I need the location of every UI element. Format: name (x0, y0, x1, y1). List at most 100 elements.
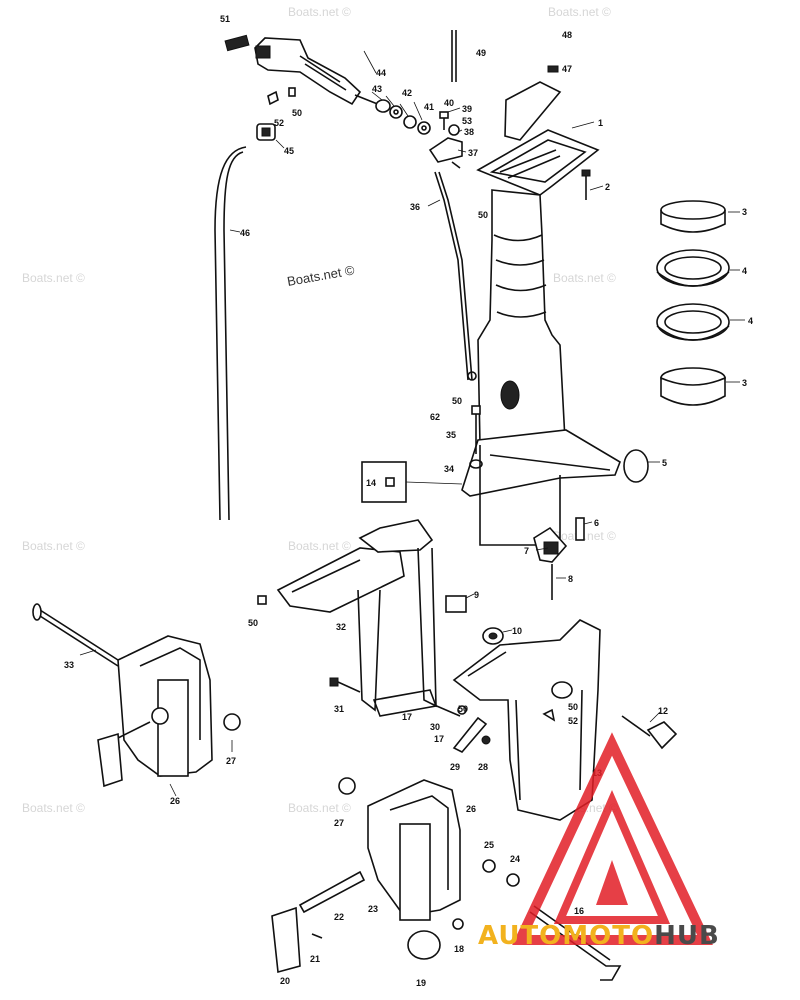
callout-34: 34 (444, 464, 454, 474)
callout-41: 41 (424, 102, 434, 112)
callout-50: 50 (292, 108, 302, 118)
callout-49: 49 (476, 48, 486, 58)
callout-25: 25 (484, 840, 494, 850)
callout-50: 50 (568, 702, 578, 712)
callout-50: 50 (458, 704, 468, 714)
callout-45: 45 (284, 146, 294, 156)
watermark-text: Boats.net © (548, 5, 611, 19)
part-49-bolt (451, 30, 457, 82)
watermark-text: Boats.net © (288, 5, 351, 19)
callout-46: 46 (240, 228, 250, 238)
callout-3: 3 (742, 207, 747, 217)
part-14-reference-box (361, 461, 463, 503)
callout-27: 27 (226, 756, 236, 766)
callout-27: 27 (334, 818, 344, 828)
callout-3: 3 (742, 378, 747, 388)
part-13-swivel-bracket (452, 619, 678, 821)
automotohub-logo (512, 732, 713, 945)
watermark-text: Boats.net © (553, 271, 616, 285)
steering-bracket-hardware (428, 111, 463, 169)
callout-20: 20 (280, 976, 290, 986)
callout-52: 52 (274, 118, 284, 128)
callout-14: 14 (366, 478, 376, 488)
callout-36: 36 (410, 202, 420, 212)
callout-17: 17 (434, 734, 444, 744)
part-36-rod (434, 171, 473, 381)
logo-triangle-inner-icon (553, 789, 671, 924)
callout-2: 2 (605, 182, 610, 192)
callout-37: 37 (468, 148, 478, 158)
callout-21: 21 (310, 954, 320, 964)
part-32-clamp-bracket (276, 519, 438, 717)
callout-62: 62 (430, 412, 440, 422)
callout-29: 29 (450, 762, 460, 772)
part-26-clamp-lower (271, 777, 520, 974)
housing-fasteners (467, 371, 483, 469)
trim-pin-parts (533, 517, 585, 600)
callout-18: 18 (454, 944, 464, 954)
watermark-text: Boats.net © (22, 539, 85, 553)
callout-38: 38 (464, 127, 474, 137)
tiller-hardware (375, 99, 431, 135)
part-3-ring-bottom (660, 367, 726, 406)
part-1-swivel-housing (461, 129, 621, 546)
callout-52: 52 (568, 716, 578, 726)
watermark-main: Boats.net © (286, 262, 356, 289)
part-3-ring-top (660, 200, 726, 233)
watermark-text: Boats.net © (22, 271, 85, 285)
callout-4: 4 (748, 316, 753, 326)
leader-lines (79, 50, 745, 797)
callout-26: 26 (466, 804, 476, 814)
part-2-bolt (581, 169, 591, 200)
watermark-text: Boats.net © (288, 539, 351, 553)
callout-19: 19 (416, 978, 426, 988)
callout-labels: 1 2 3 4 4 3 5 6 7 8 9 10 12 13 14 16 17 … (64, 14, 753, 988)
callout-30: 30 (430, 722, 440, 732)
callout-12: 12 (658, 706, 668, 716)
callout-53: 53 (462, 116, 472, 126)
part-26-clamp-left (32, 603, 241, 788)
part-47-cover (504, 65, 562, 141)
callout-24: 24 (510, 854, 520, 864)
callout-7: 7 (524, 546, 529, 556)
part-9-pad (445, 595, 467, 613)
callout-42: 42 (402, 88, 412, 98)
bearing-rings (656, 200, 730, 406)
callout-48: 48 (562, 30, 572, 40)
callout-44: 44 (376, 68, 386, 78)
logo-moto-text: MOTO (562, 921, 654, 951)
callout-35: 35 (446, 430, 456, 440)
callout-17: 17 (402, 712, 412, 722)
callout-43: 43 (372, 84, 382, 94)
logo-triangle-outer-icon (512, 732, 713, 945)
logo-auto-text: AUTO (478, 921, 562, 951)
callout-50: 50 (478, 210, 488, 220)
callout-4: 4 (742, 266, 747, 276)
part-10-bushing (482, 627, 504, 645)
part-4-bearing-upper (656, 249, 730, 287)
callout-16: 16 (574, 906, 584, 916)
watermark-text: Boats.net © (288, 801, 351, 815)
tiller-handle (254, 37, 381, 106)
logo-text: AUTOMOTOHUB (478, 921, 720, 951)
small-fasteners-top (256, 87, 296, 141)
callout-1: 1 (598, 118, 603, 128)
callout-8: 8 (568, 574, 573, 584)
callout-39: 39 (462, 104, 472, 114)
callout-28: 28 (478, 762, 488, 772)
callout-32: 32 (336, 622, 346, 632)
part-16-tilt-lever (529, 905, 622, 981)
callout-5: 5 (662, 458, 667, 468)
callout-31: 31 (334, 704, 344, 714)
callout-50: 50 (452, 396, 462, 406)
callout-33: 33 (64, 660, 74, 670)
logo-triangle-core-icon (596, 860, 628, 905)
callout-47: 47 (562, 64, 572, 74)
misc-fasteners-lower (257, 595, 556, 753)
logo-hub-text: HUB (654, 921, 720, 951)
callout-10: 10 (512, 626, 522, 636)
callout-40: 40 (444, 98, 454, 108)
callout-9: 9 (474, 590, 479, 600)
